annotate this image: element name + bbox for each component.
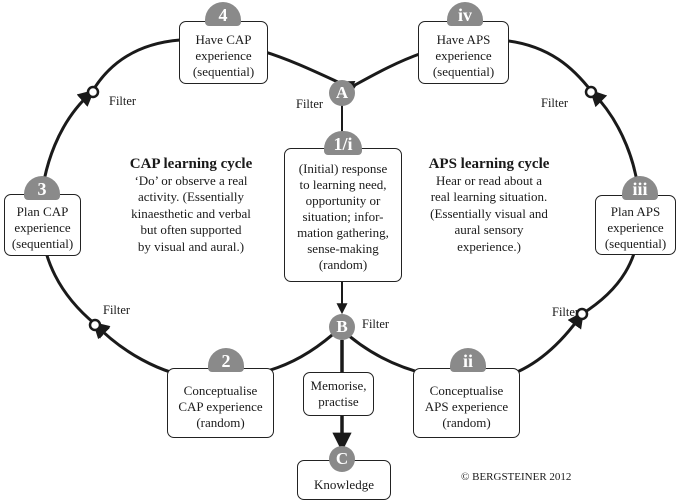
- step-line: (sequential): [604, 236, 667, 251]
- step-badge-4: 4: [205, 2, 241, 26]
- aps-desc-line: real learning situation.: [430, 189, 548, 204]
- step-line: Plan CAP: [16, 204, 69, 219]
- filter-label-aps-top: Filter: [541, 96, 569, 110]
- step-initial-response: (Initial) response to learning need, opp…: [284, 148, 402, 282]
- aps-desc-line: (Essentially visual and: [430, 205, 548, 221]
- step-badge-iv: iv: [447, 2, 483, 26]
- step-line: (sequential): [432, 63, 495, 79]
- step-line: (random): [318, 257, 368, 272]
- step-line: experience: [195, 47, 252, 63]
- step-line: Conceptualise: [183, 383, 258, 398]
- step-line: (random): [442, 415, 491, 430]
- filter-node-cap-top: [86, 85, 100, 99]
- aps-desc-line: aural sensory: [454, 222, 524, 237]
- step-badge-ii: ii: [450, 348, 486, 372]
- aps-desc-line: Hear or read about a: [435, 172, 543, 188]
- step-line: Have APS: [436, 31, 491, 47]
- cap-desc-line: kinaesthetic and verbal: [131, 205, 251, 221]
- step-memorise-practise: Memorise, practise: [303, 372, 374, 416]
- step-badge-1-i: 1/i: [324, 131, 362, 155]
- node-a: A: [329, 80, 355, 106]
- step-line: to learning need,: [299, 177, 387, 192]
- step-conceptualise-aps-experience: Conceptualise APS experience (random): [413, 368, 520, 438]
- step-line: situation; infor-: [302, 209, 384, 224]
- step-plan-aps-experience: Plan APS experience (sequential): [595, 195, 676, 255]
- step-line: (sequential): [11, 236, 74, 251]
- cap-cycle-title: CAP learning cycle: [129, 156, 253, 172]
- step-line: CAP experience: [178, 399, 263, 414]
- step-line: sense-making: [307, 241, 379, 256]
- step-line: (sequential): [192, 63, 255, 79]
- filter-label-aps-bottom: Filter: [552, 305, 580, 319]
- filter-label-cap-bottom: Filter: [103, 303, 131, 317]
- step-line: experience: [435, 47, 492, 63]
- step-badge-iii: iii: [622, 176, 658, 200]
- cap-desc-line: ‘Do’ or observe a real: [134, 172, 248, 188]
- step-line: Conceptualise: [429, 383, 504, 398]
- step-line: practise: [318, 394, 359, 409]
- node-b: B: [329, 314, 355, 340]
- step-line: APS experience: [424, 399, 509, 414]
- step-plan-cap-experience: Plan CAP experience (sequential): [4, 194, 81, 256]
- step-conceptualise-cap-experience: Conceptualise CAP experience (random): [167, 368, 274, 438]
- cap-desc-line: but often supported: [140, 222, 242, 237]
- step-badge-3: 3: [24, 176, 60, 200]
- step-line: experience: [607, 220, 664, 235]
- step-line: (Initial) response: [298, 161, 388, 176]
- aps-cycle-title: APS learning cycle: [428, 156, 550, 172]
- step-have-aps-experience: Have APS experience (sequential): [418, 21, 509, 84]
- cap-cycle-description: CAP learning cycle ‘Do’ or observe a rea…: [116, 156, 266, 255]
- node-c: C: [329, 446, 355, 472]
- filter-label-cap-top: Filter: [109, 94, 137, 108]
- step-line: opportunity or: [305, 193, 381, 208]
- aps-desc-line: experience.): [457, 238, 521, 254]
- step-line: Knowledge: [314, 477, 374, 492]
- step-line: Memorise,: [310, 378, 367, 393]
- aps-cycle-description: APS learning cycle Hear or read about a …: [414, 156, 564, 255]
- step-line: mation gathering,: [297, 225, 389, 240]
- step-badge-2: 2: [208, 348, 244, 372]
- step-line: experience: [14, 220, 71, 235]
- step-line: Plan APS: [610, 204, 661, 219]
- filter-node-aps-bottom: [575, 307, 589, 321]
- cap-desc-line: by visual and aural.): [137, 238, 245, 254]
- filter-label-a: Filter: [296, 97, 324, 111]
- cap-desc-line: activity. (Essentially: [137, 189, 245, 204]
- copyright-notice: © BERGSTEINER 2012: [461, 471, 572, 483]
- filter-node-aps-top: [584, 85, 598, 99]
- filter-node-cap-bottom: [88, 318, 102, 332]
- filter-label-b: Filter: [362, 317, 390, 331]
- step-have-cap-experience: Have CAP experience (sequential): [179, 21, 268, 84]
- step-line: Have CAP: [195, 31, 252, 47]
- step-line: (random): [196, 415, 245, 430]
